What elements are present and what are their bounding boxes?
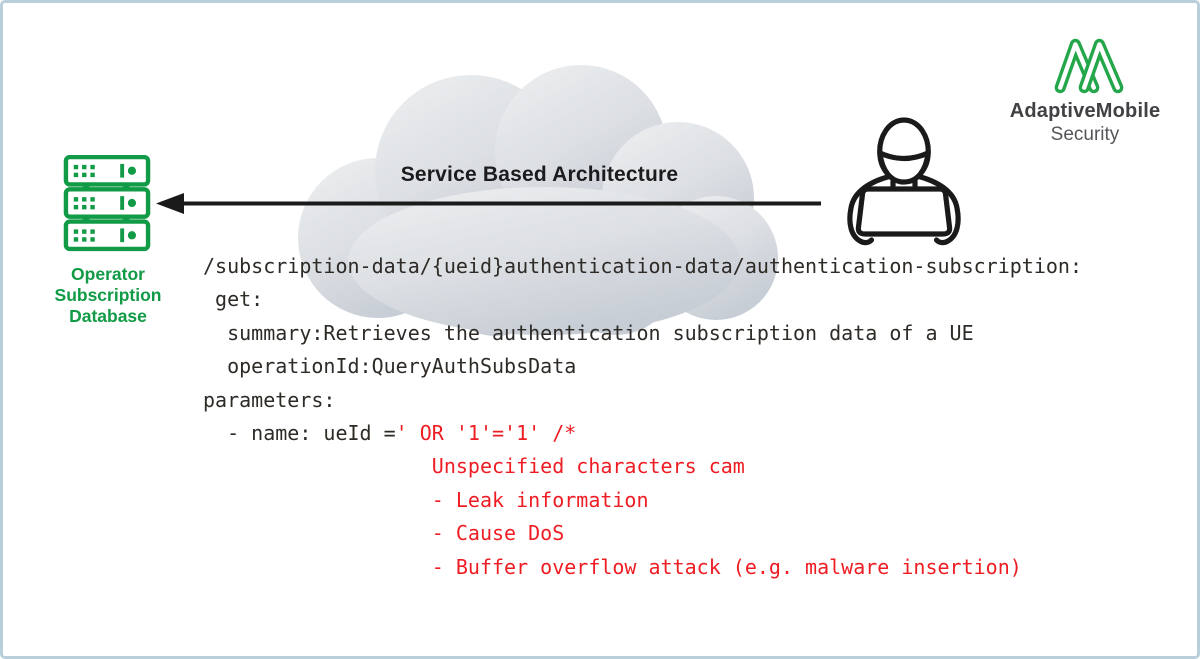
code-text: /subscription-data/{ueid}authentication-…	[203, 254, 1082, 278]
cloud-shape	[298, 65, 778, 336]
database-label-line: Operator	[71, 264, 145, 284]
code-line: summary:Retrieves the authentication sub…	[203, 317, 1082, 350]
arrowhead-left-icon	[156, 193, 184, 214]
attack-arrow	[156, 193, 821, 214]
code-line: - Cause DoS	[203, 517, 1082, 550]
code-text: operationId:QueryAuthSubsData	[203, 354, 577, 379]
brand-subname: Security	[1050, 124, 1120, 145]
code-attack-text: - Buffer overflow attack (e.g. malware i…	[203, 554, 1022, 579]
code-line: operationId:QueryAuthSubsData	[203, 350, 1082, 383]
code-attack-text: - Cause DoS	[203, 521, 565, 546]
code-line: Unspecified characters cam	[203, 450, 1082, 483]
code-attack-text: - Leak information	[203, 487, 649, 512]
hacker-icon	[847, 117, 961, 246]
code-line: - name: ueId =' OR '1'='1' /*	[203, 417, 1082, 450]
code-line: get:	[203, 283, 1082, 316]
code-line: - Buffer overflow attack (e.g. malware i…	[203, 551, 1082, 584]
code-text: get:	[203, 287, 264, 312]
server-stack-icon	[63, 155, 151, 252]
service-based-architecture-label: Service Based Architecture	[400, 163, 679, 186]
code-text: - name: ueId =	[203, 421, 396, 446]
code-line: parameters:	[203, 384, 1082, 417]
code-text: summary:Retrieves the authentication sub…	[203, 320, 974, 345]
code-attack-text: Unspecified characters cam	[203, 454, 745, 479]
brand-wordmark: AdaptiveMobile Security	[999, 99, 1171, 147]
adaptivemobile-logo-icon	[1054, 38, 1124, 94]
code-attack-text: ' OR '1'='1' /*	[395, 421, 577, 446]
code-line: /subscription-data/{ueid}authentication-…	[203, 250, 1082, 283]
code-line: - Leak information	[203, 484, 1082, 517]
code-text: parameters:	[203, 387, 336, 412]
database-label-line: Database	[69, 306, 147, 326]
brand-name: AdaptiveMobile	[1009, 100, 1161, 122]
database-label: Operator Subscription Database	[28, 264, 188, 327]
database-label-line: Subscription	[54, 285, 162, 305]
code-block: /subscription-data/{ueid}authentication-…	[203, 250, 1082, 584]
